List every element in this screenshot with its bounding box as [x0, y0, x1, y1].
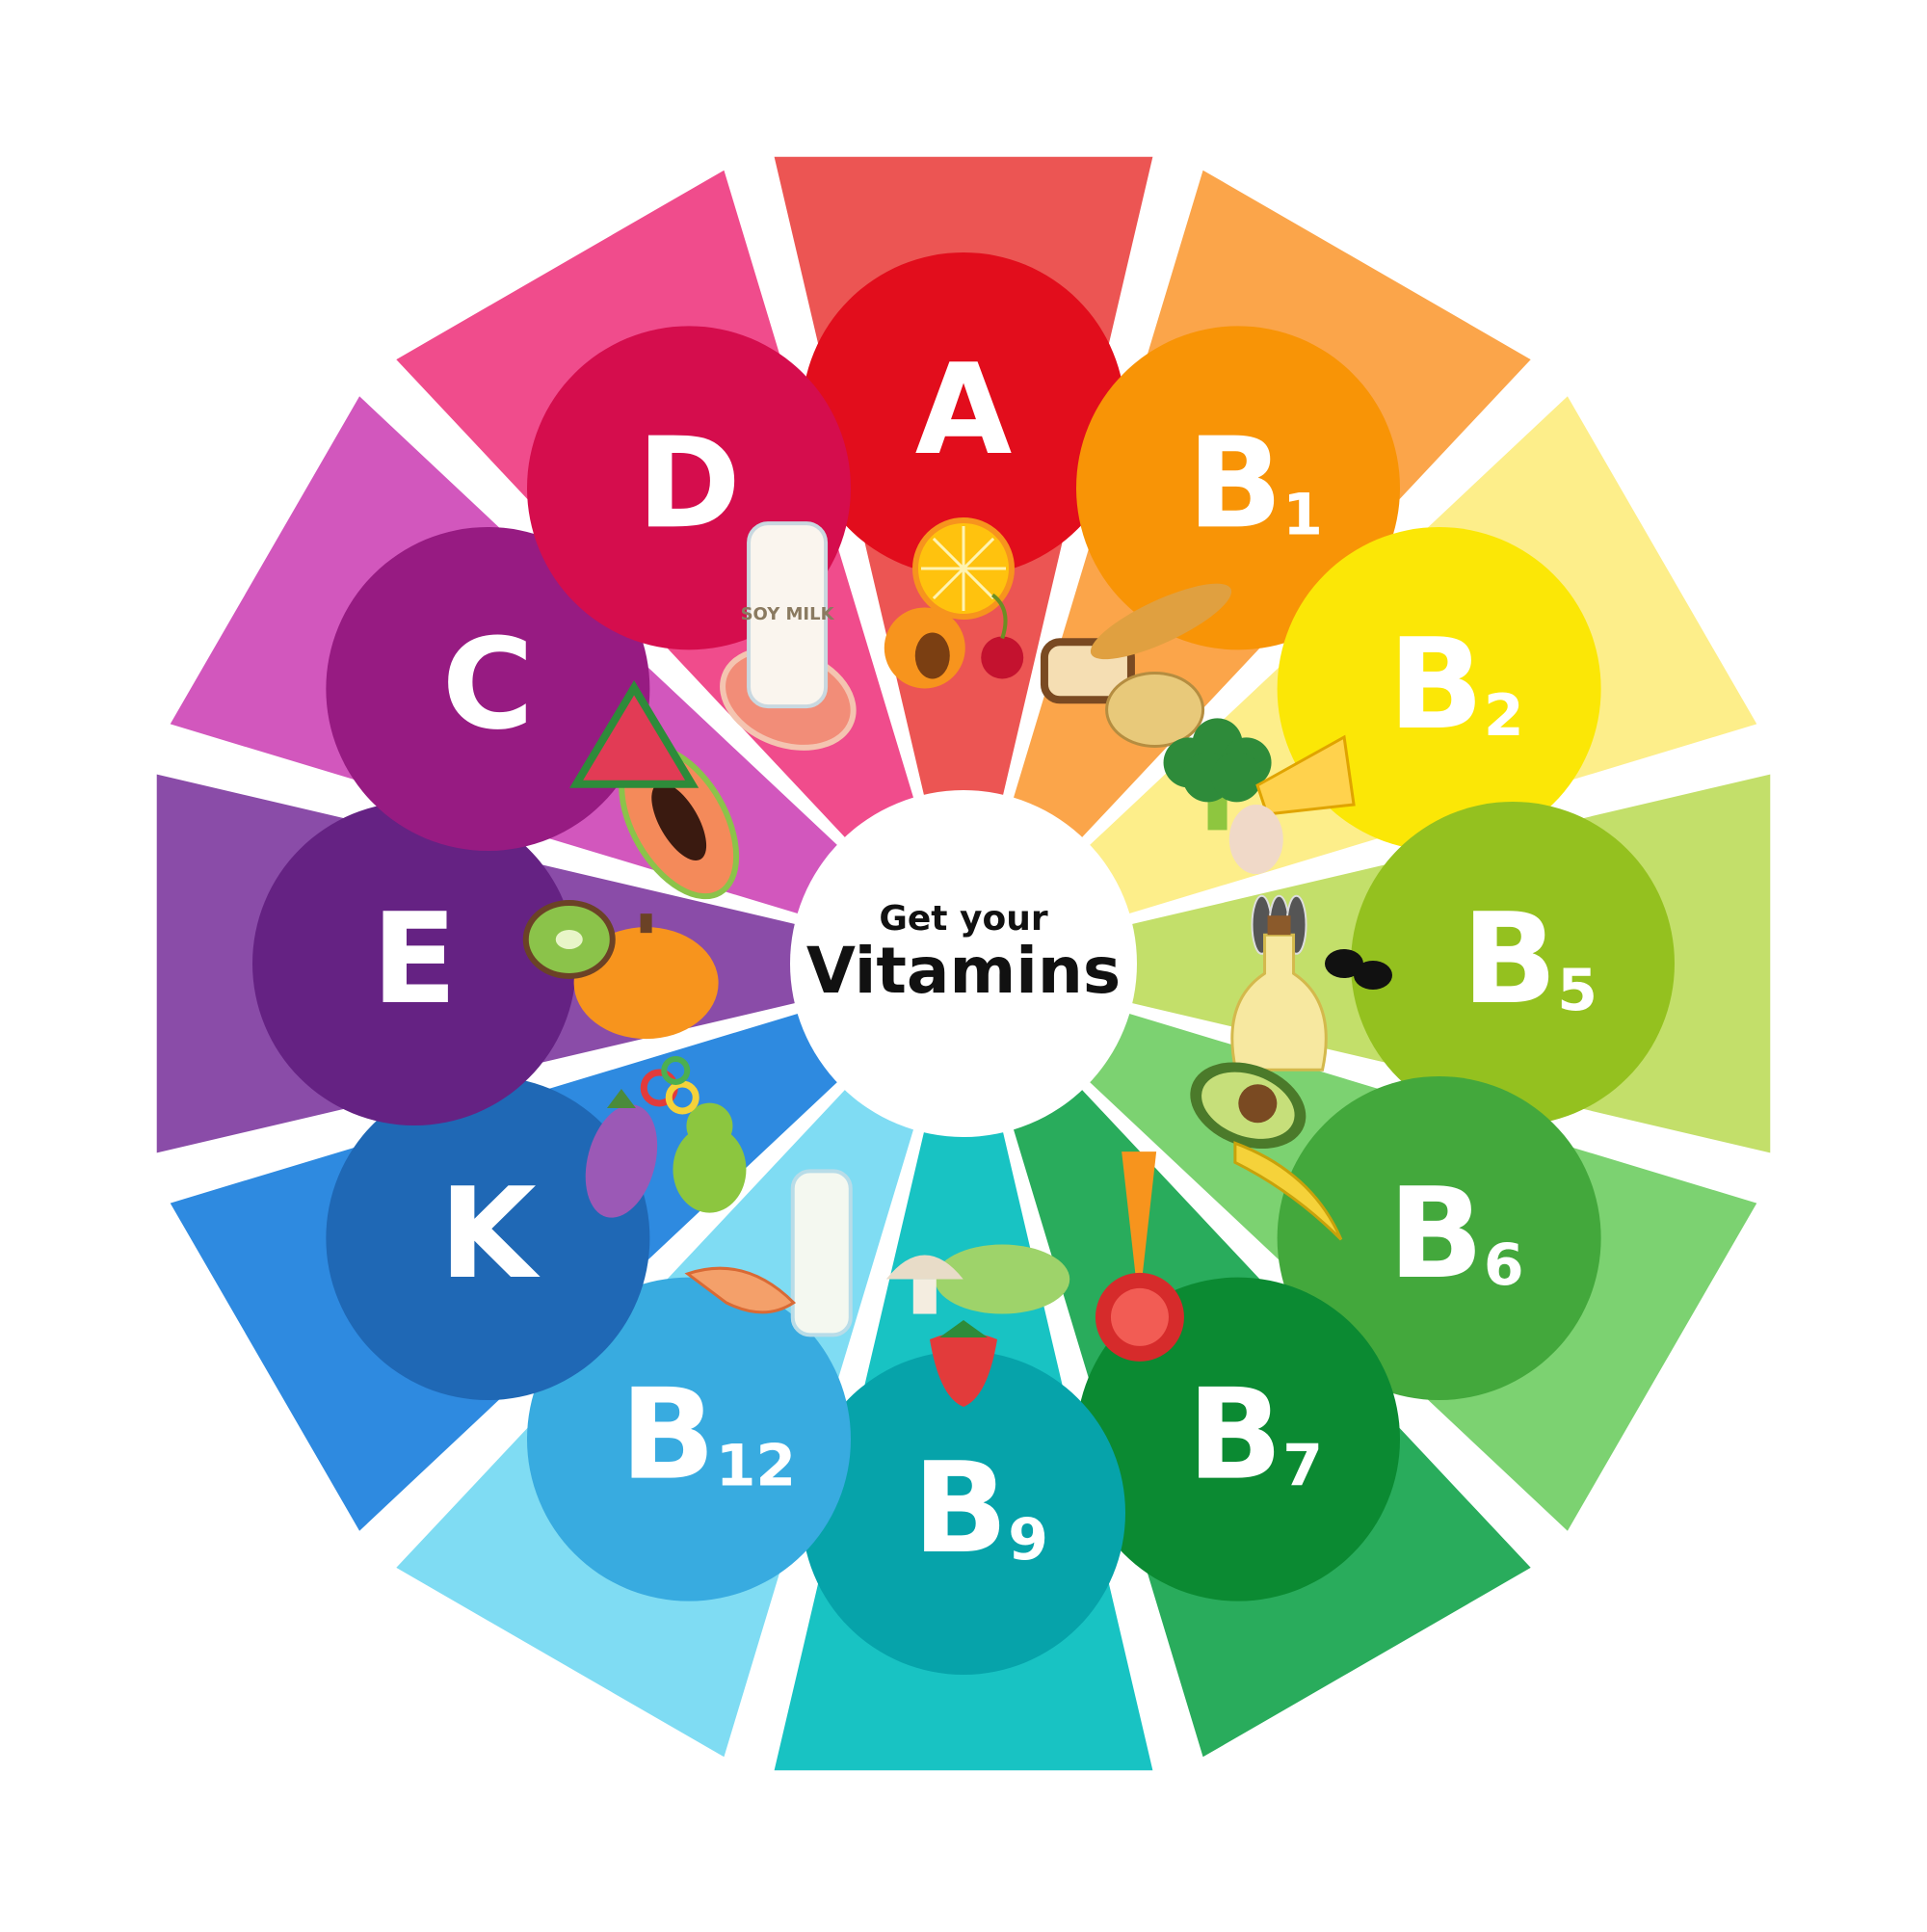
- potato-icon: [1105, 671, 1205, 748]
- food-layer: SOY MILK: [522, 517, 1392, 1407]
- apricot-icon: [884, 607, 965, 689]
- vitamin-petal-c: C: [326, 527, 650, 851]
- center-title-line2: Vitamins: [806, 934, 1121, 1008]
- kiwi-icon: [522, 899, 616, 979]
- vitamin-petal-a: A: [802, 252, 1125, 576]
- banana-icon: [1233, 1141, 1343, 1241]
- cheese-icon: [1255, 734, 1356, 816]
- bell-pepper-icon: [640, 1055, 700, 1115]
- baguette-icon: [1090, 583, 1232, 660]
- petal-circle: [1351, 802, 1675, 1125]
- petal-circle: [1277, 1076, 1601, 1400]
- soy-milk-icon: SOY MILK: [741, 521, 835, 709]
- vitamin-label: E: [372, 886, 458, 1032]
- petal-circle: [527, 1277, 851, 1601]
- vitamin-label: C: [442, 611, 534, 757]
- vitamin-label: D: [637, 410, 741, 556]
- soy-milk-label: SOY MILK: [741, 604, 835, 624]
- vitamin-petal-e: E: [252, 802, 576, 1125]
- vitamin-label: A: [915, 336, 1013, 483]
- lettuce-icon: [935, 1244, 1070, 1314]
- avocado-icon: [1190, 1062, 1307, 1150]
- petal-circle: [252, 802, 576, 1125]
- shrimp-icon: [684, 1266, 797, 1314]
- center-circle: Get your Vitamins: [790, 790, 1137, 1137]
- broccoli-icon: [1163, 718, 1272, 831]
- vitamin-label: B7: [1187, 1362, 1323, 1508]
- vitamin-label: B6: [1388, 1160, 1524, 1307]
- vitamin-label: B9: [912, 1435, 1048, 1581]
- vitamin-petal-k: K: [326, 1076, 650, 1400]
- vitamin-petal-b1: B1: [1076, 326, 1400, 650]
- vitamin-petal-b6: B6: [1277, 1076, 1601, 1400]
- vitamin-petal-b12: B12: [527, 1277, 851, 1601]
- vitamin-label: K: [439, 1160, 541, 1307]
- center-title-line1: Get your: [879, 899, 1048, 939]
- olives-icon: [1325, 949, 1392, 990]
- watermelon-icon: [569, 679, 700, 788]
- tomato-icon: [1095, 1272, 1184, 1362]
- vitamin-petal-b7: B7: [1076, 1277, 1400, 1601]
- petal-circle: [326, 527, 650, 851]
- vitamin-petal-b5: B5: [1351, 802, 1675, 1125]
- strawberry-icon: [930, 1320, 997, 1407]
- vitamin-label: B1: [1187, 410, 1323, 556]
- olive-oil-icon: [1230, 915, 1328, 1072]
- vitamin-label: B12: [620, 1362, 797, 1508]
- vitamin-petal-b9: B9: [802, 1351, 1125, 1675]
- vitamin-label: B5: [1462, 886, 1597, 1032]
- vitamin-label: B2: [1388, 611, 1524, 757]
- eggplant-icon: [585, 1089, 658, 1218]
- pear-icon: [673, 1102, 747, 1213]
- petal-circle: [1076, 1277, 1400, 1601]
- petal-circle: [802, 1351, 1125, 1675]
- petal-circle: [802, 252, 1125, 576]
- milk-icon: [790, 1169, 853, 1337]
- vitamin-petal-b2: B2: [1277, 527, 1601, 851]
- mushroom-icon: [885, 1255, 964, 1314]
- petal-circle: [1277, 527, 1601, 851]
- egg-icon: [1228, 805, 1283, 875]
- cherry-icon: [981, 593, 1024, 679]
- petal-circle: [1076, 326, 1400, 650]
- petal-circle: [326, 1076, 650, 1400]
- lemon-icon: [912, 517, 1015, 620]
